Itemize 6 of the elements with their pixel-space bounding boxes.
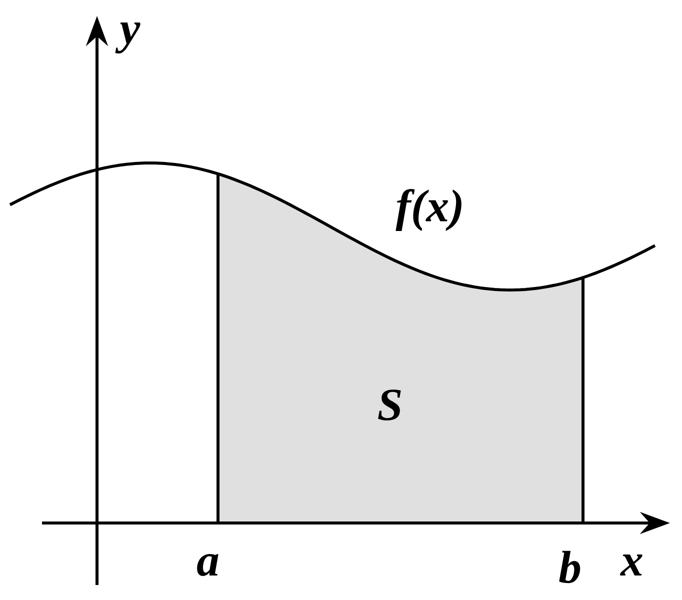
axis-label: a (197, 554, 218, 576)
axis-label: S (378, 390, 401, 420)
axis-label: b (559, 550, 580, 584)
axis-label: x (620, 554, 642, 576)
axis-label: y (115, 22, 140, 54)
axis-label: f(x) (396, 188, 462, 231)
